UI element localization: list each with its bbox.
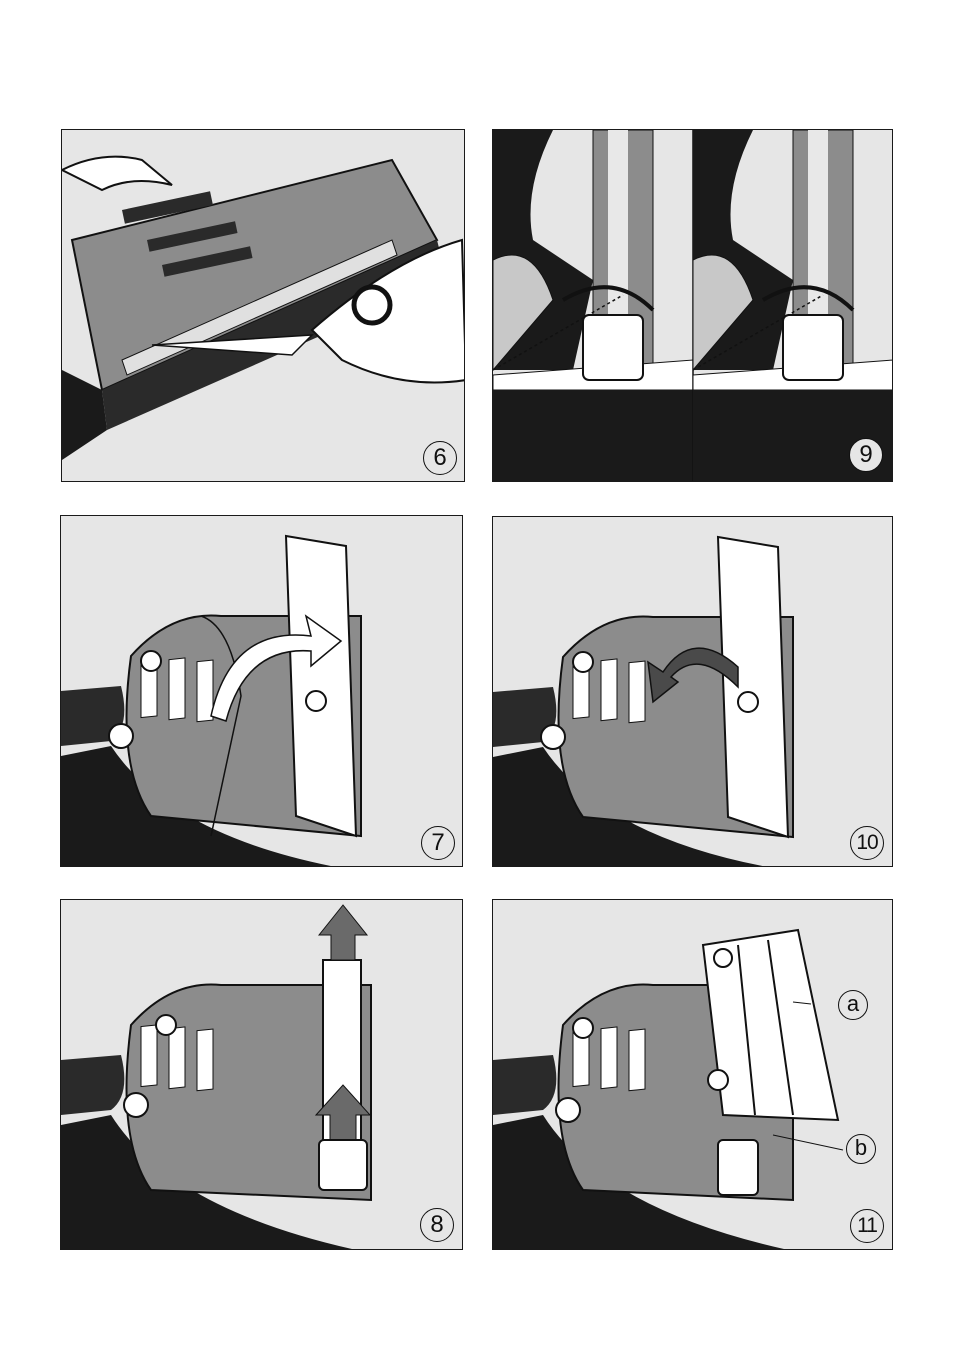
figure-6-illustration <box>62 130 465 482</box>
figure-number-9: 9 <box>849 438 883 472</box>
figure-10-panel: 10 <box>492 516 893 867</box>
figure-11-panel: a b 11 <box>492 899 893 1250</box>
figure-7-illustration <box>61 516 463 867</box>
figure-11-illustration <box>493 900 893 1250</box>
figure-number-8: 8 <box>420 1208 454 1242</box>
figure-10-illustration <box>493 517 893 867</box>
figure-number-7: 7 <box>421 826 455 860</box>
figure-7-panel: 7 <box>60 515 463 867</box>
callout-a: a <box>838 990 868 1020</box>
figure-6-panel: 6 <box>61 129 465 482</box>
callout-b: b <box>846 1134 876 1164</box>
figure-9-panel: 9 <box>492 129 893 482</box>
figure-number-6: 6 <box>423 441 457 475</box>
figure-8-illustration <box>61 900 463 1250</box>
figure-number-10: 10 <box>850 826 884 860</box>
figure-9-illustration <box>493 130 893 482</box>
figure-number-11: 11 <box>850 1209 884 1243</box>
figure-8-panel: 8 <box>60 899 463 1250</box>
